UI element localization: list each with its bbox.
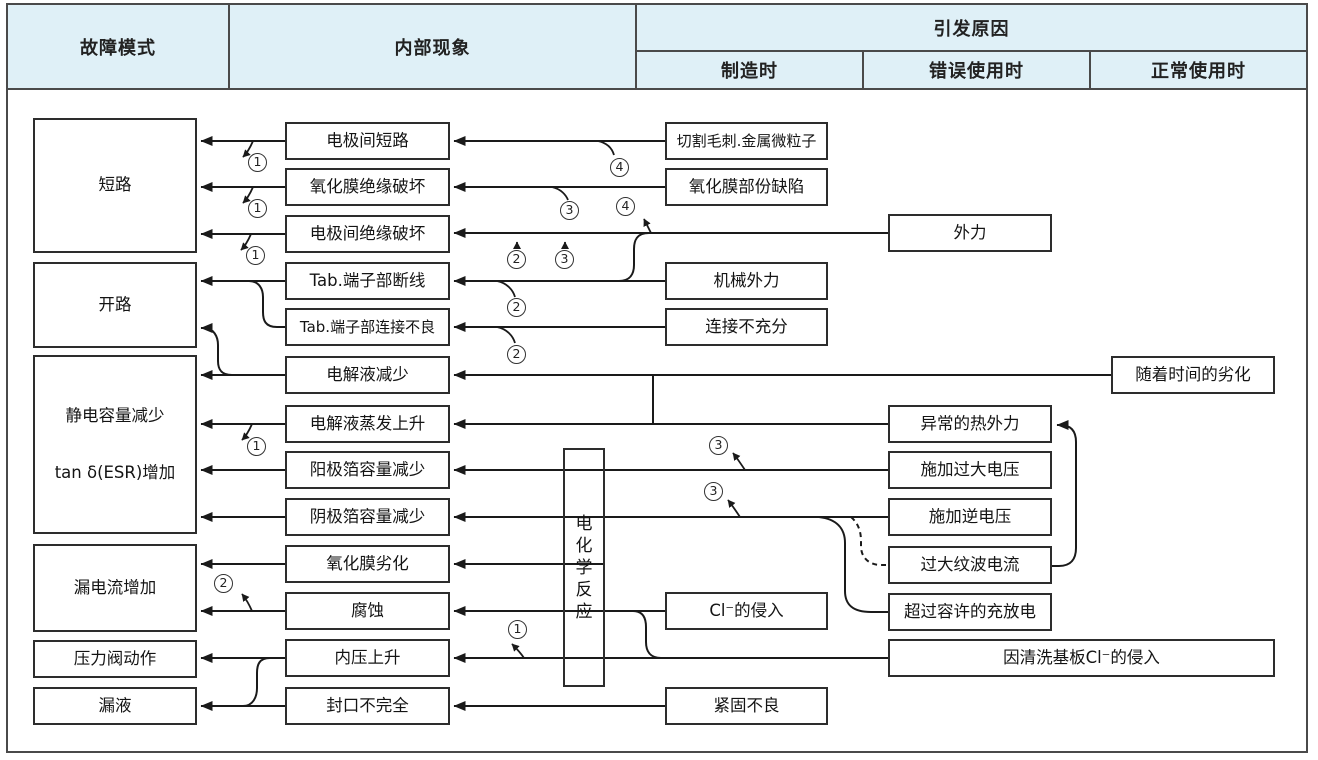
cause-degradation-over-time: 随着时间的劣化 bbox=[1111, 356, 1275, 394]
phenomenon-incomplete-sealing: 封口不完全 bbox=[285, 687, 450, 725]
header-fault-mode: 故障模式 bbox=[80, 37, 156, 59]
phenomenon-electrode-short: 电极间短路 bbox=[285, 122, 450, 160]
connector-3-badge: 3 bbox=[560, 201, 579, 220]
header-normal-use: 正常使用时 bbox=[1151, 61, 1246, 82]
connector-2-badge: 2 bbox=[507, 345, 526, 364]
connector-3-badge: 3 bbox=[704, 482, 723, 501]
fault-mode-leakage-current-increase: 漏电流增加 bbox=[33, 544, 197, 632]
diagram-frame bbox=[6, 3, 1308, 753]
header-internal-phenomenon: 内部现象 bbox=[394, 37, 471, 59]
phenomenon-anode-foil-capacity-decrease: 阳极箔容量减少 bbox=[285, 451, 450, 489]
header-trigger-cause: 引发原因 bbox=[933, 18, 1010, 40]
fault-mode-open-circuit: 开路 bbox=[33, 262, 197, 348]
cause-abnormal-thermal-stress: 异常的热外力 bbox=[888, 405, 1052, 443]
cause-over-permitted-charge-discharge: 超过容许的充放电 bbox=[888, 593, 1052, 631]
cause-oxide-film-partial-defect: 氧化膜部份缺陷 bbox=[665, 168, 828, 206]
header-divider bbox=[1089, 52, 1091, 88]
connector-1-badge: 1 bbox=[247, 437, 266, 456]
phenomenon-inter-electrode-insulation-breakdown: 电极间绝缘破坏 bbox=[285, 215, 450, 253]
header-divider bbox=[635, 5, 637, 88]
cause-excessive-ripple-current: 过大纹波电流 bbox=[888, 546, 1052, 584]
electrochemical-reaction-box: 电化学反应 bbox=[563, 448, 605, 687]
cause-board-cleaning-cl-intrusion: 因清洗基板Cl⁻的侵入 bbox=[888, 639, 1275, 677]
phenomenon-oxide-film-insulation-breakdown: 氧化膜绝缘破坏 bbox=[285, 168, 450, 206]
phenomenon-tab-terminal-wire-break: Tab.端子部断线 bbox=[285, 262, 450, 300]
cause-reverse-voltage: 施加逆电压 bbox=[888, 498, 1052, 536]
header-manufacturing: 制造时 bbox=[721, 61, 778, 82]
fault-mode-liquid-leak: 漏液 bbox=[33, 687, 197, 725]
connector-1-badge: 1 bbox=[248, 199, 267, 218]
capacitance-decrease-label: 静电容量减少 bbox=[65, 405, 165, 425]
cause-external-force: 外力 bbox=[888, 214, 1052, 252]
connector-2-badge: 2 bbox=[507, 298, 526, 317]
cause-poor-fastening: 紧固不良 bbox=[665, 687, 828, 725]
cause-excessive-voltage: 施加过大电压 bbox=[888, 451, 1052, 489]
phenomenon-oxide-film-degradation: 氧化膜劣化 bbox=[285, 545, 450, 583]
phenomenon-tab-terminal-poor-connection: Tab.端子部连接不良 bbox=[285, 308, 450, 346]
fault-mode-capacitance-decrease: 静电容量减少 tan δ(ESR)增加 bbox=[33, 355, 197, 534]
table-header: 故障模式 内部现象 引发原因 制造时 错误使用时 正常使用时 bbox=[6, 3, 1308, 90]
phenomenon-cathode-foil-capacity-decrease: 阴极箔容量减少 bbox=[285, 498, 450, 536]
header-divider bbox=[862, 52, 864, 88]
cause-insufficient-connection: 连接不充分 bbox=[665, 308, 828, 346]
fault-mode-short-circuit: 短路 bbox=[33, 118, 197, 253]
electrochemical-reaction-label: 电化学反应 bbox=[575, 513, 593, 622]
header-divider bbox=[637, 50, 1306, 52]
connector-2-badge: 2 bbox=[214, 574, 233, 593]
header-divider bbox=[228, 5, 230, 88]
connector-1-badge: 1 bbox=[508, 620, 527, 639]
cause-cutting-burr-metal-particles: 切割毛刺.金属微粒子 bbox=[665, 122, 828, 160]
connector-3-badge: 3 bbox=[709, 436, 728, 455]
connector-4-badge: 4 bbox=[610, 158, 629, 177]
connector-3-badge: 3 bbox=[555, 250, 574, 269]
cause-cl-ion-intrusion: Cl⁻的侵入 bbox=[665, 592, 828, 630]
connector-2-badge: 2 bbox=[507, 250, 526, 269]
phenomenon-electrolyte-evaporation-rise: 电解液蒸发上升 bbox=[285, 405, 450, 443]
phenomenon-electrolyte-decrease: 电解液减少 bbox=[285, 356, 450, 394]
phenomenon-internal-pressure-rise: 内压上升 bbox=[285, 639, 450, 677]
connector-1-badge: 1 bbox=[246, 246, 265, 265]
header-misuse: 错误使用时 bbox=[929, 61, 1024, 82]
connector-4-badge: 4 bbox=[616, 197, 635, 216]
fault-mode-pressure-valve-operation: 压力阀动作 bbox=[33, 640, 197, 678]
connector-1-badge: 1 bbox=[248, 153, 267, 172]
esr-increase-label: tan δ(ESR)增加 bbox=[54, 462, 176, 482]
cause-mechanical-external-force: 机械外力 bbox=[665, 262, 828, 300]
phenomenon-corrosion: 腐蚀 bbox=[285, 592, 450, 630]
